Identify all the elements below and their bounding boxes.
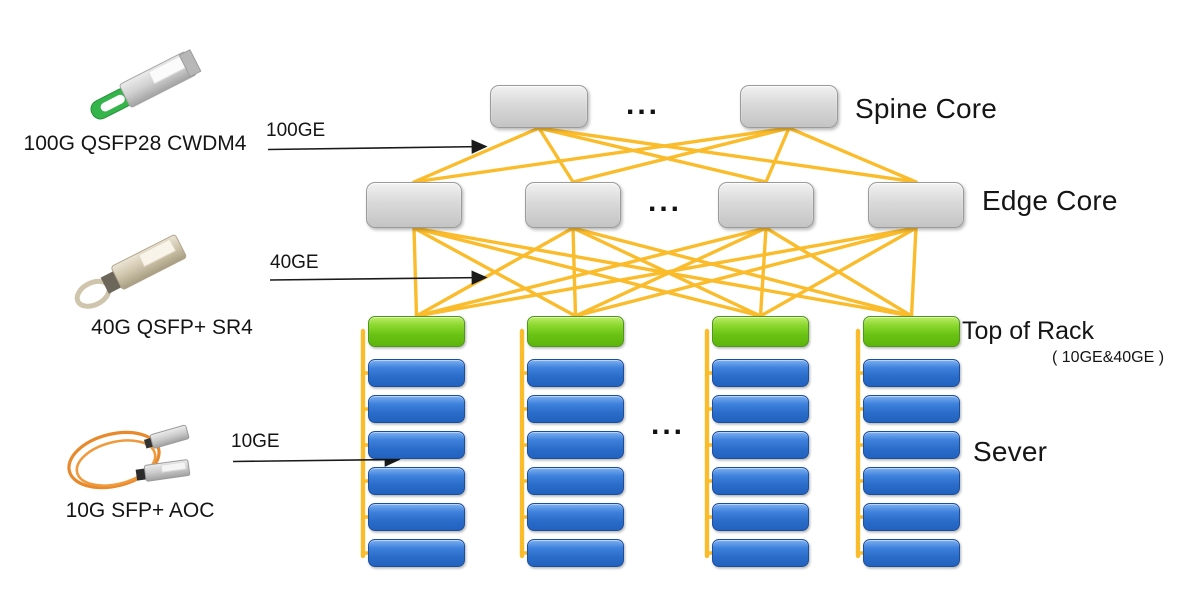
server-node xyxy=(527,359,624,387)
server-node xyxy=(712,503,809,531)
server-node xyxy=(368,359,465,387)
server-node xyxy=(712,539,809,567)
edge-tor-link xyxy=(414,226,768,318)
spine-core-switch xyxy=(490,85,588,128)
spine-edge-link xyxy=(764,126,791,184)
legend-label-qsfp28: 100G QSFP28 CWDM4 xyxy=(23,132,247,155)
server-node xyxy=(527,503,624,531)
arrow-10ge xyxy=(232,452,401,467)
spine-edge-link xyxy=(537,126,918,184)
edge-core-switch xyxy=(718,182,814,228)
tor-speeds-sublabel: ( 10GE&40GE ) xyxy=(1052,349,1165,366)
legend-label-sfp-aoc: 10G SFP+ AOC xyxy=(65,499,215,522)
spine-edge-link xyxy=(537,126,575,184)
server-node xyxy=(712,395,809,423)
spine-core-switch xyxy=(740,85,838,128)
edge-tor-link xyxy=(571,226,578,318)
speed-label-40ge: 40GE xyxy=(270,252,319,273)
edge-core-label: Edge Core xyxy=(982,185,1118,216)
spine-edge-link xyxy=(412,126,541,184)
arrow-100ge xyxy=(267,139,488,154)
spine-edge-link xyxy=(571,126,791,184)
edge-core-switch xyxy=(868,182,964,228)
tor-switch xyxy=(712,316,809,347)
server-node xyxy=(368,503,465,531)
edge-core-switch xyxy=(525,182,621,228)
tor-switch xyxy=(368,316,465,347)
edge-ellipsis: ... xyxy=(648,185,683,218)
server-node xyxy=(368,431,465,459)
server-node xyxy=(863,539,960,567)
speed-label-100ge: 100GE xyxy=(266,120,326,141)
edge-tor-link xyxy=(909,226,918,318)
tor-switch xyxy=(527,316,624,347)
sfp-plus-aoc-cable-icon xyxy=(67,424,191,490)
edge-tor-link xyxy=(758,226,918,318)
edge-tor-link xyxy=(758,226,768,318)
spine-edge-link xyxy=(787,126,918,184)
arrow-40ge xyxy=(269,270,488,285)
fabric-links xyxy=(412,126,918,318)
edge-tor-link xyxy=(414,226,575,318)
racks-ellipsis: ... xyxy=(651,408,686,441)
server-node xyxy=(712,467,809,495)
server-node xyxy=(863,503,960,531)
server-node xyxy=(712,431,809,459)
tor-switch xyxy=(863,316,960,347)
server-node xyxy=(712,359,809,387)
legend-label-qsfp-sr4: 40G QSFP+ SR4 xyxy=(91,316,253,339)
server-node xyxy=(863,467,960,495)
server-node xyxy=(527,539,624,567)
edge-tor-link xyxy=(573,226,918,318)
speed-label-10ge: 10GE xyxy=(231,431,280,452)
server-node xyxy=(863,395,960,423)
top-of-rack-label: Top of Rack xyxy=(962,317,1095,345)
edge-core-switch xyxy=(366,182,462,228)
server-node xyxy=(368,395,465,423)
server-node xyxy=(527,467,624,495)
spine-ellipsis: ... xyxy=(626,88,661,121)
server-node xyxy=(368,467,465,495)
edge-tor-link xyxy=(414,226,918,318)
server-node xyxy=(863,431,960,459)
server-node xyxy=(863,359,960,387)
qsfp28-cwdm4-transceiver-icon xyxy=(90,49,202,120)
server-node xyxy=(527,431,624,459)
qsfp-plus-sr4-transceiver-icon xyxy=(74,234,187,309)
server-label: Sever xyxy=(973,436,1048,467)
server-node xyxy=(368,539,465,567)
server-node xyxy=(527,395,624,423)
spine-core-label: Spine Core xyxy=(855,93,998,124)
spine-edge-link xyxy=(412,126,791,184)
edge-tor-link xyxy=(412,226,419,318)
spine-edge-link xyxy=(537,126,768,184)
speed-arrows xyxy=(232,139,488,467)
